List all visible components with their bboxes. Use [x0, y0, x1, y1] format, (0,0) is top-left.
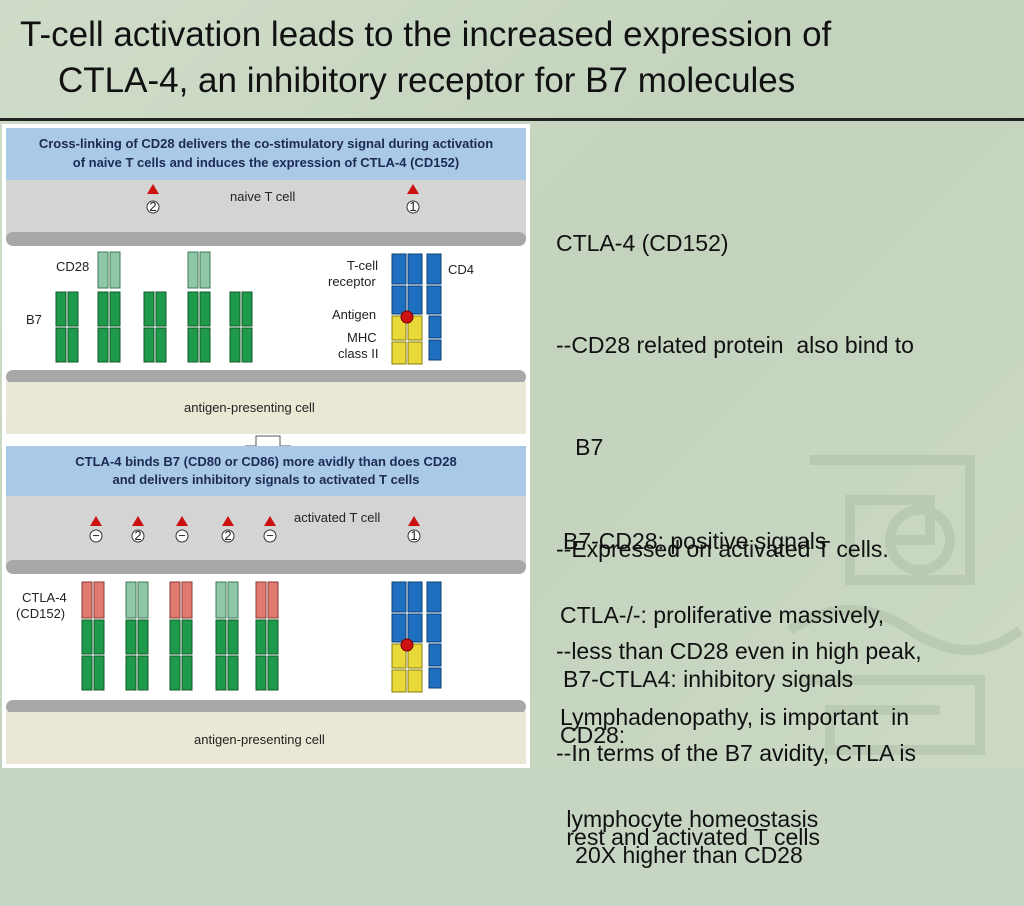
notes-signals-block: B7-CD28: positive signals B7-CTLA4: inhi… [563, 426, 853, 748]
signal-arrows-bottom: − 2 − 2 − 1 [89, 516, 421, 543]
cd28-molecules-top [97, 251, 211, 289]
ctla4-cd28-diagram: Cross-linking of CD28 delivers the co-st… [2, 124, 530, 768]
notes-cd28-block: CD28: rest and activated T cells [560, 650, 820, 888]
naive-t-cell-region [6, 180, 526, 240]
tcr-label-line-2: receptor [328, 274, 376, 289]
bottom-apc-membrane [6, 700, 526, 714]
svg-text:−: − [92, 528, 100, 543]
tcr-label-line-1: T-cell [347, 258, 378, 273]
cd28-label: CD28 [56, 259, 89, 274]
b7-molecules-bottom [81, 619, 279, 691]
note-line: B7-CTLA4: inhibitory signals [563, 666, 854, 692]
naive-t-cell-label: naive T cell [230, 189, 295, 204]
note-line: CTLA-/-: proliferative massively, [560, 602, 885, 628]
note-line: B7 [556, 434, 604, 460]
panel-bottom-header [6, 446, 526, 496]
mhc-label-line-1: MHC [347, 330, 377, 345]
slide-title: T-cell activation leads to the increased… [20, 12, 1010, 104]
b7-molecules-top [55, 291, 253, 363]
antigen-label: Antigen [332, 307, 376, 322]
signal-2-arrow-top: 2 [146, 184, 160, 214]
note-line: --In terms of the B7 avidity, CTLA is [556, 740, 917, 766]
svg-text:−: − [266, 528, 274, 543]
svg-text:2: 2 [149, 199, 156, 214]
top-apc-membrane [6, 370, 526, 384]
title-divider [0, 118, 1024, 121]
svg-text:2: 2 [224, 528, 231, 543]
tcr-complex-top [391, 253, 442, 365]
note-line: Lymphadenopathy, is important in [560, 704, 910, 730]
panel-top-header-line-1: Cross-linking of CD28 delivers the co-st… [39, 136, 493, 151]
ctla4-label-line-2: (CD152) [16, 606, 65, 621]
naive-t-cell-membrane [6, 232, 526, 246]
slide-title-line-1: T-cell activation leads to the increased… [20, 15, 832, 54]
top-apc-label: antigen-presenting cell [184, 400, 315, 415]
panel-top-header-line-2: of naive T cells and induces the express… [73, 155, 459, 170]
svg-text:2: 2 [134, 528, 141, 543]
svg-text:1: 1 [410, 528, 417, 543]
top-apc-region [6, 382, 526, 434]
bottom-apc-region [6, 712, 526, 764]
cd28-molecules-bottom [125, 581, 239, 619]
note-line: --less than CD28 even in high peak, [556, 638, 922, 664]
svg-text:−: − [178, 528, 186, 543]
note-line: --Expressed on activated T cells. [556, 536, 889, 562]
activated-t-cell-membrane [6, 560, 526, 574]
panel-bottom-header-line-1: CTLA-4 binds B7 (CD80 or CD86) more avid… [75, 454, 456, 469]
note-line: rest and activated T cells [560, 824, 820, 850]
mhc-label-line-2: class II [338, 346, 378, 361]
note-line: B7-CD28: positive signals [563, 528, 827, 554]
activated-t-cell-label: activated T cell [294, 510, 380, 525]
ctla4-label-line-1: CTLA-4 [22, 590, 67, 605]
note-line: --CD28 related protein also bind to [556, 332, 914, 358]
panel-top-header [6, 128, 526, 180]
svg-text:1: 1 [409, 199, 416, 214]
ctla4-molecules [81, 581, 279, 619]
tcr-complex-bottom [391, 581, 442, 693]
b7-label-top: B7 [26, 312, 42, 327]
cd4-label: CD4 [448, 262, 474, 277]
slide-title-line-2: CTLA-4, an inhibitory receptor for B7 mo… [58, 61, 796, 100]
panel-bottom-header-line-2: and delivers inhibitory signals to activ… [112, 472, 419, 487]
signal-1-arrow-top: 1 [406, 184, 420, 214]
decorative-swirl-pattern [787, 455, 1024, 755]
note-line: CD28: [560, 722, 626, 748]
bottom-apc-label: antigen-presenting cell [194, 732, 325, 747]
note-line: CTLA-4 (CD152) [556, 230, 729, 256]
